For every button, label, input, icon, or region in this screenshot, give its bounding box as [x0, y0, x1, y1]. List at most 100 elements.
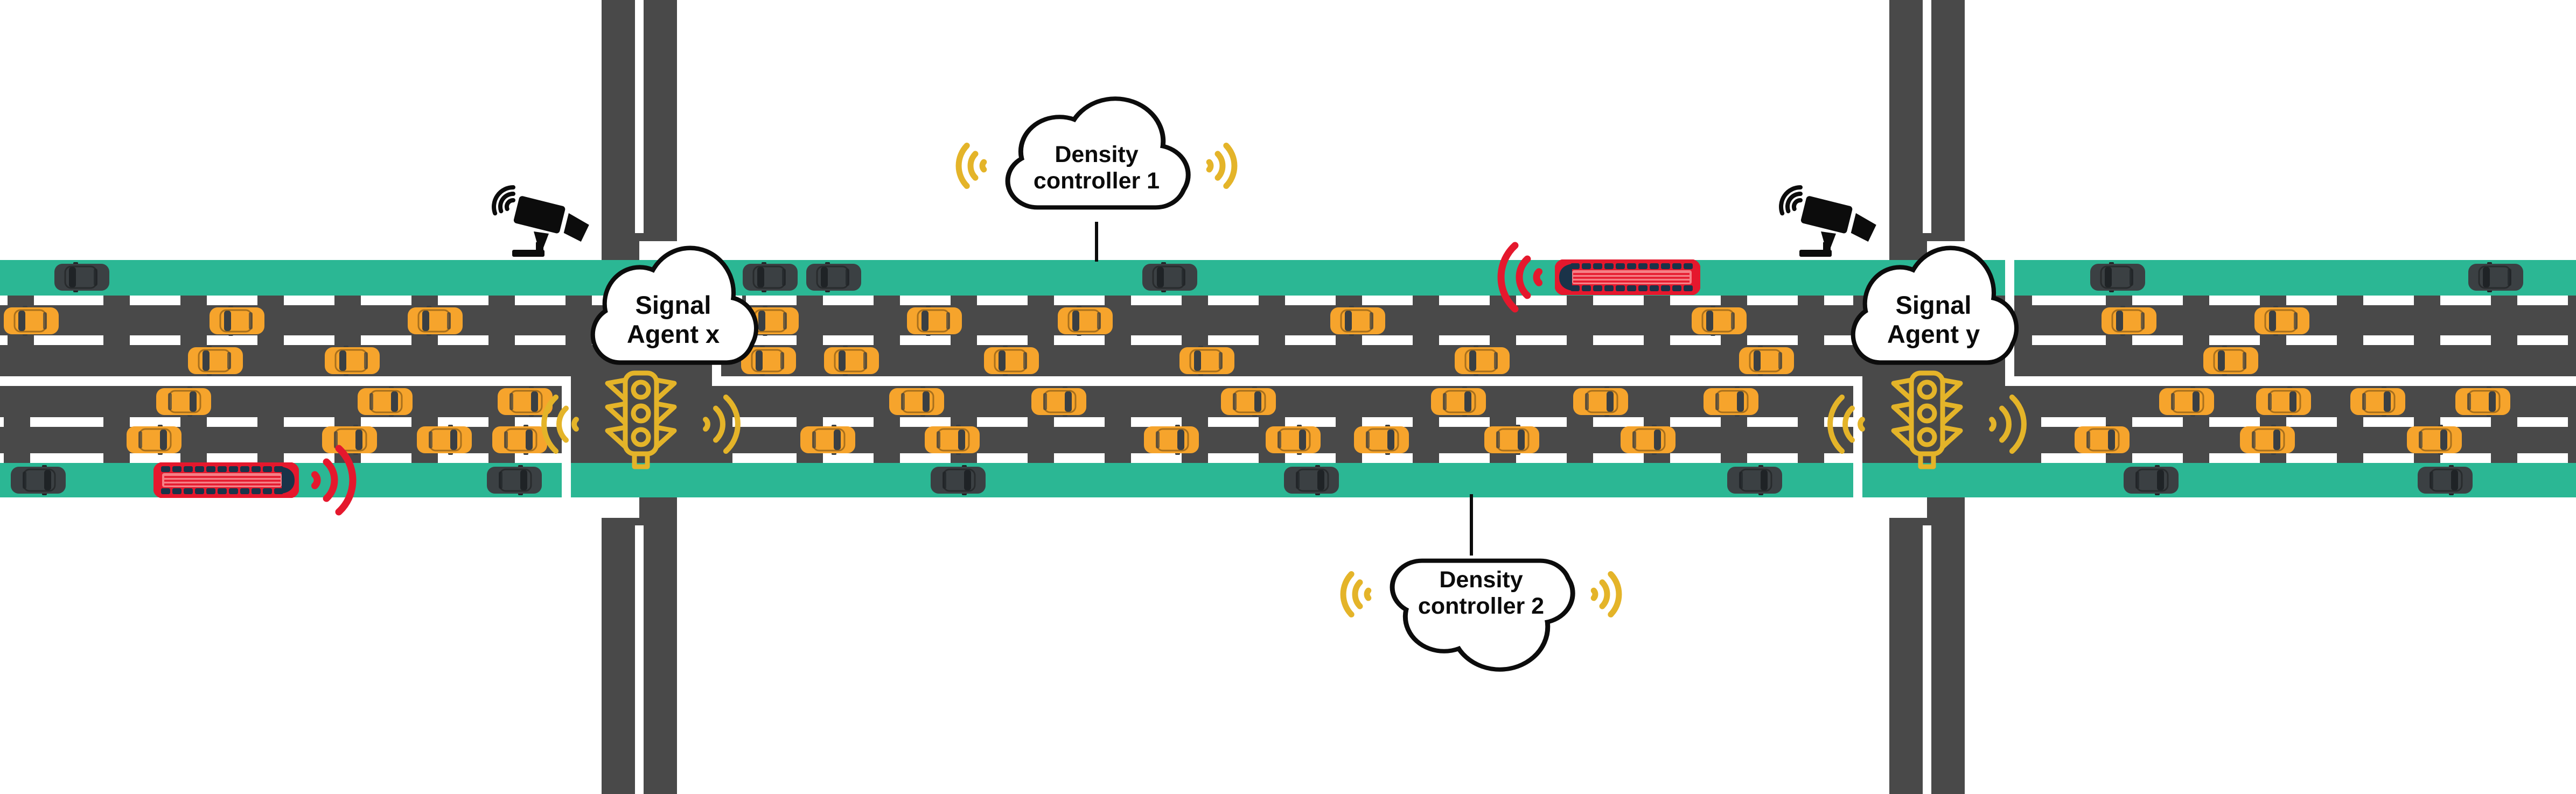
orange-car	[2100, 306, 2158, 336]
density-controller-1-cloud: Density controller 1	[994, 95, 1199, 227]
density-controller-2-cloud: Density controller 2	[1379, 542, 1583, 673]
dark-car	[486, 465, 543, 495]
signal_agent_x-cloud-shape	[581, 244, 766, 383]
lane-dashes-r0-0	[0, 296, 712, 305]
lane-dashes-r2-2	[2023, 417, 2576, 427]
median-line-0	[0, 376, 562, 386]
dark-car	[805, 262, 862, 292]
bus-alert-waves-icon	[260, 430, 360, 530]
stop-bar-1	[1853, 376, 1862, 510]
alert-bus	[1554, 259, 1701, 296]
orange-car	[1178, 346, 1235, 376]
traffic-light-waves-icon	[659, 382, 743, 466]
orange-car	[1220, 387, 1277, 417]
orange-car	[1143, 425, 1200, 455]
density_controller_2-connector-line	[1470, 494, 1473, 556]
orange-car	[924, 425, 981, 455]
density_controller_1-connector-line	[1095, 222, 1098, 262]
density_controller_1-cloud-shape	[994, 95, 1199, 227]
orange-car	[497, 387, 554, 417]
orange-car	[2454, 387, 2511, 417]
orange-car	[1691, 306, 1748, 336]
orange-car	[2255, 387, 2312, 417]
orange-car	[906, 306, 963, 336]
orange-car	[1329, 306, 1386, 336]
lane-dashes-r3-2	[2023, 453, 2576, 463]
dark-car	[2417, 465, 2474, 495]
signal-agent-x-cloud: Signal Agent x	[581, 244, 766, 383]
cross-street-2-lower-stop-gap	[1889, 497, 1927, 518]
cloud-waves-icon	[1555, 559, 1625, 629]
traffic-light-icon	[1879, 370, 1975, 478]
orange-car	[1619, 425, 1677, 455]
dark-car	[1726, 465, 1783, 495]
dark-car	[1141, 262, 1198, 292]
orange-car	[1454, 346, 1511, 376]
orange-car	[155, 387, 212, 417]
orange-car	[799, 425, 856, 455]
orange-car	[324, 346, 381, 376]
orange-car	[1738, 346, 1795, 376]
orange-car	[357, 387, 414, 417]
lane-dashes-r1-1	[721, 335, 1853, 345]
orange-car	[208, 306, 266, 336]
orange-car	[125, 425, 183, 455]
orange-car	[2239, 425, 2296, 455]
cross-street-2-lower-center-line	[1923, 525, 1931, 794]
traffic-light-waves-icon	[1945, 382, 2029, 466]
orange-car	[491, 425, 548, 455]
lane-dashes-r2-1	[732, 417, 1853, 427]
orange-car	[2349, 387, 2406, 417]
cross-street-1-lower-stop-gap	[602, 497, 639, 518]
orange-car	[2202, 346, 2259, 376]
orange-car	[983, 346, 1040, 376]
signal_agent_y-cloud-shape	[1841, 244, 2026, 383]
signal-agent-x-label: Signal Agent x	[626, 290, 720, 348]
density-controller-2-label: Density controller 2	[1418, 566, 1545, 619]
signal-agent-y-label: Signal Agent y	[1887, 290, 1980, 348]
lane-dashes-r3-0	[0, 453, 562, 463]
dark-car	[2089, 262, 2146, 292]
traffic-light-waves-icon	[539, 382, 623, 466]
orange-car	[407, 306, 464, 336]
traffic-light-waves-icon	[1825, 382, 1909, 466]
density-controller-1-label: Density controller 1	[1033, 141, 1160, 194]
orange-car	[321, 425, 378, 455]
median-line-2	[2014, 376, 2576, 386]
cctv-camera-icon	[1775, 182, 1888, 263]
orange-car	[2406, 425, 2463, 455]
orange-car	[1430, 387, 1487, 417]
signal-agent-y-cloud: Signal Agent y	[1841, 244, 2026, 383]
density_controller_2-cloud-shape	[1379, 542, 1583, 673]
lane-dashes-r0-2	[2014, 296, 2576, 305]
dark-car	[53, 262, 110, 292]
cross-street-1-upper-center-line	[635, 0, 644, 233]
orange-car	[1353, 425, 1410, 455]
dark-car	[742, 262, 799, 292]
orange-car	[416, 425, 473, 455]
dark-car	[1283, 465, 1340, 495]
orange-car	[2074, 425, 2131, 455]
lane-dashes-r0-1	[721, 296, 1853, 305]
cloud-waves-icon	[1170, 131, 1240, 201]
lane-dashes-r1-0	[0, 335, 712, 345]
orange-car	[1057, 306, 1114, 336]
orange-car	[2158, 387, 2215, 417]
traffic-light-icon	[592, 370, 689, 478]
lane-dashes-r2-0	[0, 417, 562, 427]
lane-dashes-r1-2	[2014, 335, 2576, 345]
orange-car	[1265, 425, 1322, 455]
cross-street-1-lower-center-line	[635, 525, 644, 794]
dark-car	[10, 465, 67, 495]
dark-car	[2467, 262, 2524, 292]
orange-car	[1483, 425, 1540, 455]
orange-car	[740, 346, 797, 376]
cloud-waves-icon	[953, 131, 1023, 201]
cross-street-2-upper-center-line	[1923, 0, 1931, 233]
dark-car	[930, 465, 987, 495]
orange-car	[1572, 387, 1629, 417]
orange-car	[187, 346, 244, 376]
lane-dashes-r3-1	[732, 453, 1853, 463]
